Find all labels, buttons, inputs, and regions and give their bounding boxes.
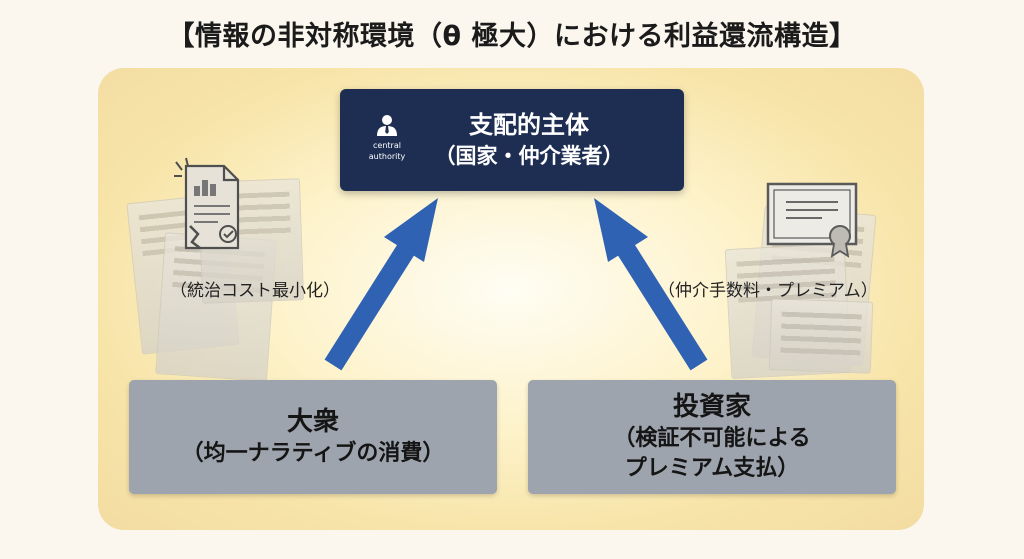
person-icon — [377, 115, 397, 136]
dominant-entity-detail: （国家・仲介業者） — [434, 144, 624, 168]
public-node: 大衆 （均一ナラティブの消費） — [129, 380, 497, 494]
damaged-document-icon — [174, 157, 240, 250]
investor-node: 投資家 （検証不可能による プレミアム支払） — [528, 380, 896, 494]
dominant-entity-title: 支配的主体 — [469, 111, 589, 139]
right-edge-label: （仲介手数料・プレミアム） — [658, 281, 878, 301]
certificate-icon — [766, 182, 858, 258]
arrow-right-to-top — [594, 198, 708, 371]
central-authority-badge: central authority — [362, 114, 412, 162]
authority-caption-line2: authority — [368, 152, 406, 161]
public-detail: （均一ナラティブの消費） — [181, 441, 445, 466]
left-edge-label: （統治コスト最小化） — [170, 281, 340, 301]
diagram-title: 【情報の非対称環境（θ 極大）における利益還流構造】 — [167, 21, 857, 52]
dominant-entity-node: 支配的主体 （国家・仲介業者） — [340, 89, 684, 191]
authority-caption-line1: central — [373, 141, 401, 150]
investor-title: 投資家 — [672, 392, 751, 422]
investor-detail-line2: プレミアム支払） — [624, 456, 800, 481]
investor-detail-line1: （検証不可能による — [613, 426, 811, 451]
public-title: 大衆 — [286, 407, 339, 437]
arrow-left-to-top — [324, 198, 438, 371]
